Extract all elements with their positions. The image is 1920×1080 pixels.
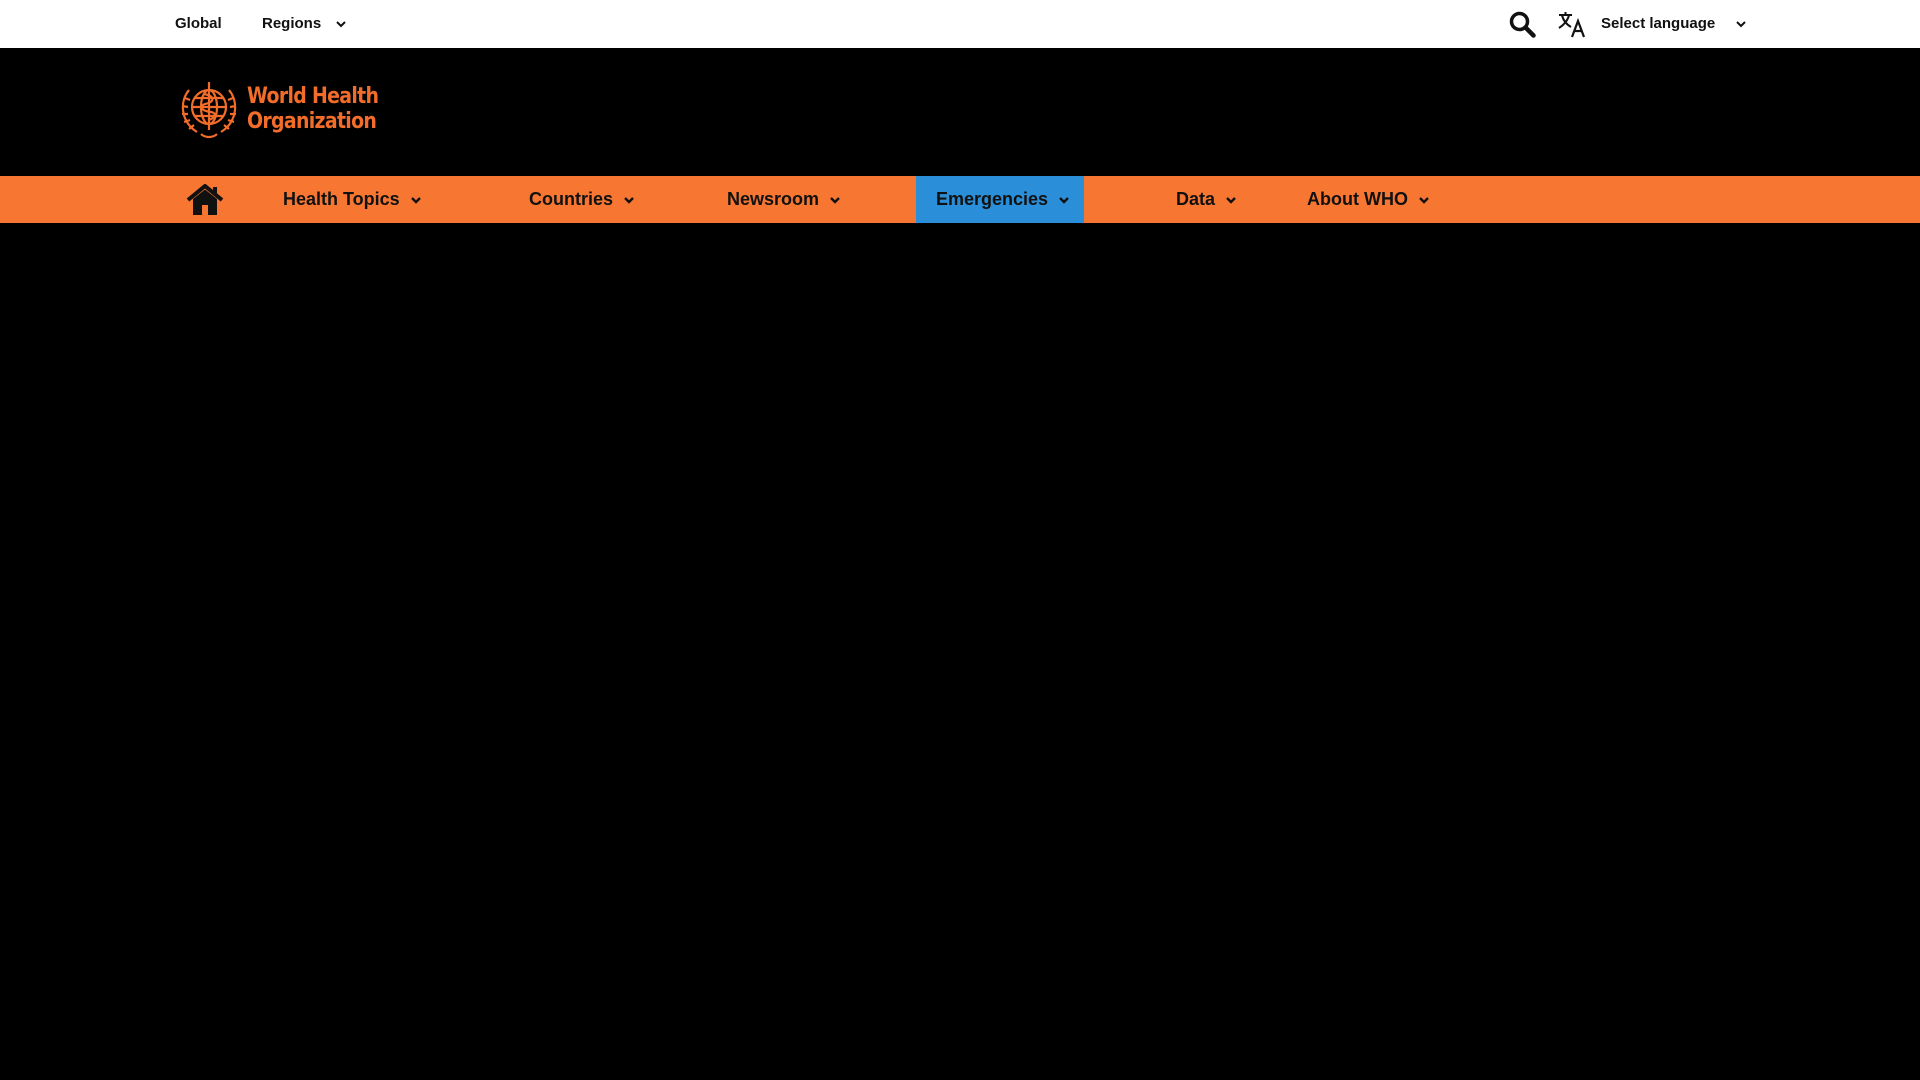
regions-dropdown[interactable]: Regions <box>262 0 347 48</box>
who-emblem-icon <box>181 82 237 139</box>
chevron-down-icon <box>830 197 840 204</box>
chevron-down-icon <box>1059 197 1069 204</box>
translate-icon <box>1558 12 1586 38</box>
language-selector[interactable]: Select language <box>1601 0 1747 48</box>
who-wordmark-line2: Organization <box>247 109 377 134</box>
nav-about-who[interactable]: About WHO <box>1307 176 1430 223</box>
nav-health-topics-label: Health Topics <box>283 189 400 209</box>
regions-label: Regions <box>262 15 322 32</box>
chevron-down-icon <box>1736 21 1747 28</box>
chevron-down-icon <box>624 197 634 204</box>
nav-emergencies-label: Emergencies <box>936 189 1049 209</box>
who-logo[interactable]: World Health Organization <box>175 78 379 140</box>
chevron-down-icon <box>1226 197 1236 204</box>
nav-health-topics[interactable]: Health Topics <box>283 176 422 223</box>
global-link-label: Global <box>175 15 222 32</box>
who-wordmark: World Health Organization <box>247 84 379 134</box>
chevron-down-icon <box>410 197 421 204</box>
nav-emergencies[interactable]: Emergencies <box>916 176 1085 223</box>
nav-newsroom[interactable]: Newsroom <box>727 176 841 223</box>
nav-newsroom-label: Newsroom <box>727 189 820 209</box>
global-link[interactable]: Global <box>175 0 222 48</box>
main-nav: Health Topics Countries Newsroom Emergen… <box>0 176 1920 223</box>
search-icon[interactable] <box>1508 10 1536 38</box>
language-selector-label: Select language <box>1601 15 1716 32</box>
chevron-down-icon <box>1419 197 1429 204</box>
home-icon[interactable] <box>186 184 224 216</box>
utility-bar: Global Regions Select language <box>0 0 1920 48</box>
nav-about-who-label: About WHO <box>1307 189 1408 209</box>
chevron-down-icon <box>336 21 347 28</box>
nav-countries[interactable]: Countries <box>529 176 635 223</box>
nav-data[interactable]: Data <box>1176 176 1237 223</box>
nav-countries-label: Countries <box>529 189 614 209</box>
nav-data-label: Data <box>1176 189 1216 209</box>
who-wordmark-line1: World Health <box>247 84 379 109</box>
